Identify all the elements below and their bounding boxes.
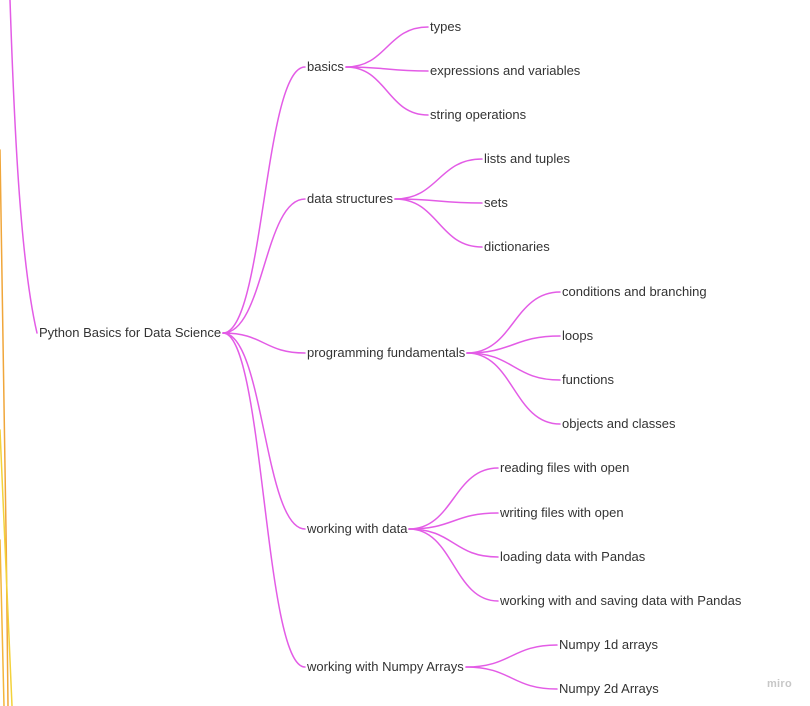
leaf-connector <box>408 528 499 558</box>
branch-connector <box>222 66 306 334</box>
leaf-node[interactable]: functions <box>562 372 615 387</box>
leaf-node[interactable]: lists and tuples <box>484 151 570 166</box>
root-node[interactable]: Python Basics for Data Science <box>39 325 222 340</box>
leaf-connector <box>466 352 561 381</box>
leaf-connector <box>465 666 558 690</box>
left-edge-connector <box>9 0 38 334</box>
leaf-connector <box>345 66 429 116</box>
leaf-node[interactable]: conditions and branching <box>562 284 707 299</box>
leaf-node[interactable]: string operations <box>430 107 527 122</box>
leaf-node[interactable]: dictionaries <box>484 239 550 254</box>
leaf-node[interactable]: writing files with open <box>500 505 624 520</box>
branch-node-programming-fundamentals[interactable]: programming fundamentals <box>307 345 466 360</box>
branch-node-working-with-numpy-arrays[interactable]: working with Numpy Arrays <box>307 659 464 674</box>
leaf-node[interactable]: objects and classes <box>562 416 676 431</box>
leaf-node[interactable]: sets <box>484 195 508 210</box>
branch-node-basics[interactable]: basics <box>307 59 344 74</box>
leaf-node[interactable]: reading files with open <box>500 460 630 475</box>
branch-connector <box>222 332 306 530</box>
leaf-connector <box>465 644 558 668</box>
leaf-node[interactable]: Numpy 2d Arrays <box>559 681 659 696</box>
leaf-connector <box>466 352 561 425</box>
left-edge-connector <box>0 539 5 706</box>
branch-node-data-structures[interactable]: data structures <box>307 191 393 206</box>
left-edge-connector <box>0 429 13 706</box>
leaf-node[interactable]: Numpy 1d arrays <box>559 637 658 652</box>
leaf-connector <box>408 467 499 530</box>
leaf-node[interactable]: expressions and variables <box>430 63 581 78</box>
leaf-connector <box>408 528 499 602</box>
leaf-node[interactable]: loading data with Pandas <box>500 549 646 564</box>
branch-connector <box>222 332 306 668</box>
left-edge-connector <box>0 149 9 706</box>
leaf-node[interactable]: loops <box>562 328 594 343</box>
branch-connector <box>222 332 306 354</box>
leaf-node[interactable]: working with and saving data with Pandas <box>500 593 742 608</box>
leaf-connector <box>394 158 483 200</box>
leaf-connector <box>345 26 429 68</box>
leaf-connector <box>345 66 429 72</box>
branch-connector <box>222 198 306 334</box>
leaf-connector <box>408 512 499 530</box>
miro-watermark: miro <box>766 678 792 690</box>
leaf-connector <box>466 335 561 354</box>
leaf-node[interactable]: types <box>430 19 462 34</box>
branch-node-working-with-data[interactable]: working with data <box>307 521 408 536</box>
leaf-connector <box>394 198 483 248</box>
leaf-connector <box>466 291 561 354</box>
leaf-connector <box>394 198 483 204</box>
